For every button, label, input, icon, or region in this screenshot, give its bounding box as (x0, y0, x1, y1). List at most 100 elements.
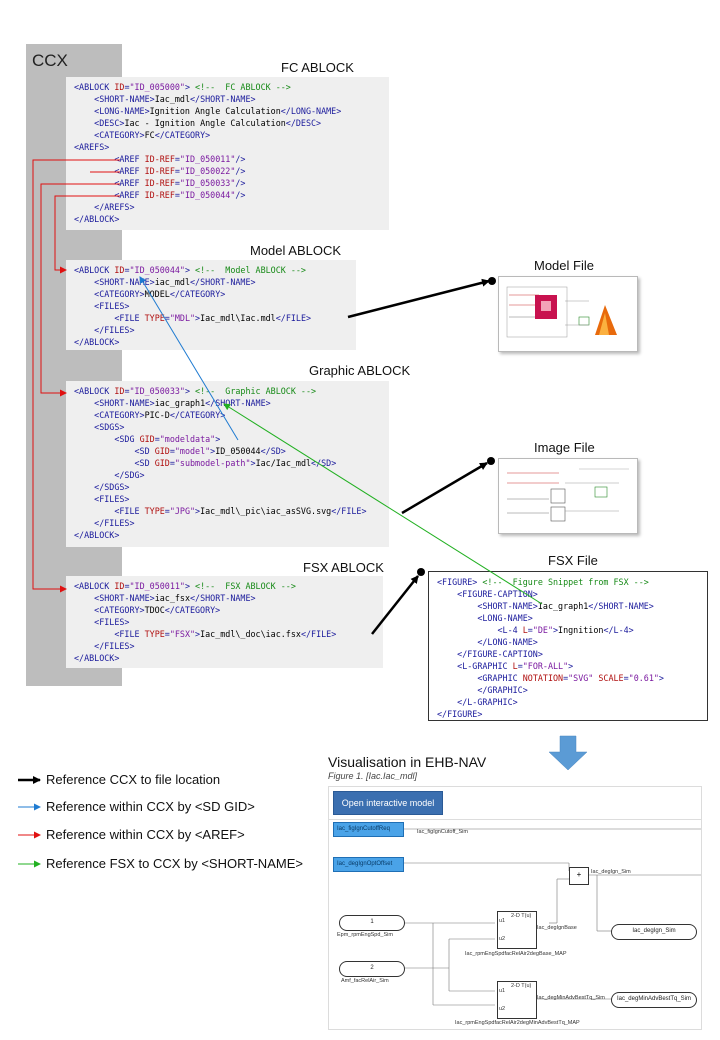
fsx-file-arrow-dot (417, 568, 425, 576)
open-interactive-model-button[interactable]: Open interactive model (333, 791, 443, 815)
legend-label-file-location: Reference CCX to file location (46, 772, 221, 787)
code-line: <SDG GID="modeldata"> (114, 434, 221, 444)
code-line: <ABLOCK ID="ID_050044"> <!-- Model ABLOC… (74, 265, 306, 275)
fsx-ablock-code: <ABLOCK ID="ID_050011"> <!-- FSX ABLOCK … (66, 576, 383, 668)
fsx-ablock-title: FSX ABLOCK (303, 560, 384, 575)
sim-inport-opt-offset[interactable]: Iac_degIgnOptOffset (333, 857, 404, 872)
code-line: <FIGURE> <!-- Figure Snippet from FSX --… (437, 577, 649, 587)
sim-sum-block[interactable]: + (569, 867, 589, 885)
visualisation-title: Visualisation in EHB-NAV (328, 754, 487, 770)
figure-caption: Figure 1. [Iac.Iac_mdl] (328, 771, 418, 781)
code-line: <CATEGORY>MODEL</CATEGORY> (94, 289, 226, 299)
code-line: <FILES> (94, 301, 130, 311)
code-line: <DESC>Iac - Ignition Angle Calculation</… (94, 118, 322, 128)
code-line: <AREF ID-REF="ID_050011"/> (114, 154, 246, 164)
code-line: </ABLOCK> (74, 214, 120, 224)
code-line: </ABLOCK> (74, 337, 120, 347)
sim-signal-cutoff: Iac_figIgnCutoff_Sim (417, 829, 468, 835)
code-line: <FILE TYPE="FSX">Iac_mdl\_doc\iac.fsx</F… (114, 629, 337, 639)
sim-inport-cutoff-req[interactable]: Iac_figIgnCutoffReq (333, 822, 404, 837)
code-line: <AREF ID-REF="ID_050044"/> (114, 190, 246, 200)
code-line: <CATEGORY>TDOC</CATEGORY> (94, 605, 221, 615)
image-file-arrow (401, 461, 488, 515)
sim-map-base-label: Iac_rpmEngSpdfacRelAir2degBase_MAP (465, 951, 567, 957)
code-line: <SHORT-NAME>iac_mdl</SHORT-NAME> (94, 277, 256, 287)
code-line: </ABLOCK> (74, 530, 120, 540)
code-line: <SDGS> (94, 422, 125, 432)
code-line: <AREFS> (74, 142, 110, 152)
code-line: </FILES> (94, 641, 135, 651)
model-file-preview (506, 286, 617, 338)
aref-arrow-050011 (32, 159, 120, 593)
sim-map-block-base[interactable]: 2-D T(u) u1 u2 (497, 911, 537, 949)
fsx-file-arrow (371, 575, 419, 635)
image-file-thumbnail (498, 458, 638, 534)
aref-arrow-050044 (54, 195, 120, 274)
image-file-title: Image File (534, 440, 595, 455)
code-line: <FILE TYPE="MDL">Iac_mdl\Iac.mdl</FILE> (114, 313, 312, 323)
sim-map-base-output: Iac_degIgnBase (537, 925, 577, 931)
sim-source-2[interactable]: 2 (339, 961, 405, 977)
code-line: <CATEGORY>PIC-D</CATEGORY> (94, 410, 226, 420)
image-file-arrow-dot (487, 457, 495, 465)
model-file-arrow (347, 278, 490, 319)
model-file-thumbnail (498, 276, 638, 352)
code-line: <SD GID="model">ID_050044</SD> (134, 446, 286, 456)
code-line: </LONG-NAME> (477, 637, 538, 647)
code-line: <SHORT-NAME>Iac_mdl</SHORT-NAME> (94, 94, 256, 104)
legend-label-aref: Reference within CCX by <AREF> (46, 827, 245, 842)
code-line: <SHORT-NAME>iac_graph1</SHORT-NAME> (94, 398, 271, 408)
code-line: <ABLOCK ID="ID_050033"> <!-- Graphic ABL… (74, 386, 317, 396)
down-arrow-icon (548, 735, 588, 771)
sd-gid-arrow (139, 276, 239, 441)
ccx-label: CCX (32, 51, 68, 70)
model-ablock-code: <ABLOCK ID="ID_050044"> <!-- Model ABLOC… (66, 260, 356, 350)
graphic-ablock-title: Graphic ABLOCK (309, 363, 411, 378)
code-line: <AREF ID-REF="ID_050033"/> (114, 178, 246, 188)
sim-map-minadv-output: Iac_degMinAdvBestTq_Sim (537, 995, 605, 1001)
sim-outport-minadv[interactable]: Iac_degMinAdvBestTq_Sim (611, 992, 697, 1008)
code-line: <FILE TYPE="JPG">Iac_mdl\_pic\iac_asSVG.… (114, 506, 367, 516)
aref-arrow-050033 (40, 183, 120, 397)
code-line: </FIGURE> (437, 709, 483, 719)
code-line: </L-GRAPHIC> (457, 697, 518, 707)
code-line: <SD GID="submodel-path">Iac/Iac_mdl</SD> (134, 458, 337, 468)
code-line: <ABLOCK ID="ID_005000"> <!-- FC ABLOCK -… (74, 82, 291, 92)
sim-source-1[interactable]: 1 (339, 915, 405, 931)
code-line: </ABLOCK> (74, 653, 120, 663)
code-line: <L-4 L="DE">Ingnition</L-4> (497, 625, 634, 635)
code-line: </FILES> (94, 325, 135, 335)
short-name-arrow (223, 403, 543, 605)
code-line: </SDGS> (94, 482, 130, 492)
sim-map-minadv-label: Iac_rpmEngSpdfacRelAir2degMinAdvBestTq_M… (455, 1020, 580, 1026)
fc-ablock-title: FC ABLOCK (281, 60, 354, 75)
code-line: </FILES> (94, 518, 135, 528)
code-line: <GRAPHIC NOTATION="SVG" SCALE="0.61"> (477, 673, 664, 683)
code-line: <AREF ID-REF="ID_050022"/> (114, 166, 246, 176)
fsx-file-code: <FIGURE> <!-- Figure Snippet from FSX --… (428, 571, 708, 721)
sim-outport-degign[interactable]: Iac_degIgn_Sim (611, 924, 697, 940)
legend-label-sd-gid: Reference within CCX by <SD GID> (46, 799, 255, 814)
sim-source-1-label: Epm_rpmEngSpd_Sim (337, 932, 393, 938)
code-line: <FILES> (94, 494, 130, 504)
code-line: <FIGURE-CAPTION> (457, 589, 538, 599)
code-line: </SDG> (114, 470, 145, 480)
sim-source-2-label: Amf_facRelAir_Sim (341, 978, 389, 984)
code-line: <SHORT-NAME>Iac_graph1</SHORT-NAME> (477, 601, 654, 611)
code-line: <L-GRAPHIC L="FOR-ALL"> (457, 661, 574, 671)
code-line: </AREFS> (94, 202, 135, 212)
code-line: <LONG-NAME> (477, 613, 533, 623)
code-line: <ABLOCK ID="ID_050011"> <!-- FSX ABLOCK … (74, 581, 296, 591)
legend-label-short-name: Reference FSX to CCX by <SHORT-NAME> (46, 856, 303, 871)
code-line: </GRAPHIC> (477, 685, 528, 695)
fc-ablock-code: <ABLOCK ID="ID_005000"> <!-- FC ABLOCK -… (66, 77, 389, 230)
code-line: <FILES> (94, 617, 130, 627)
fsx-file-title: FSX File (548, 553, 598, 568)
model-file-arrow-dot (488, 277, 496, 285)
model-ablock-title: Model ABLOCK (250, 243, 342, 258)
sim-signal-degign: Iac_degIgn_Sim (591, 869, 631, 875)
code-line: <SHORT-NAME>iac_fsx</SHORT-NAME> (94, 593, 256, 603)
sim-map-block-minadv[interactable]: 2-D T(u) u1 u2 (497, 981, 537, 1019)
simulink-model-view: Open interactive model Iac_figIgnCutoffR… (328, 786, 702, 1030)
